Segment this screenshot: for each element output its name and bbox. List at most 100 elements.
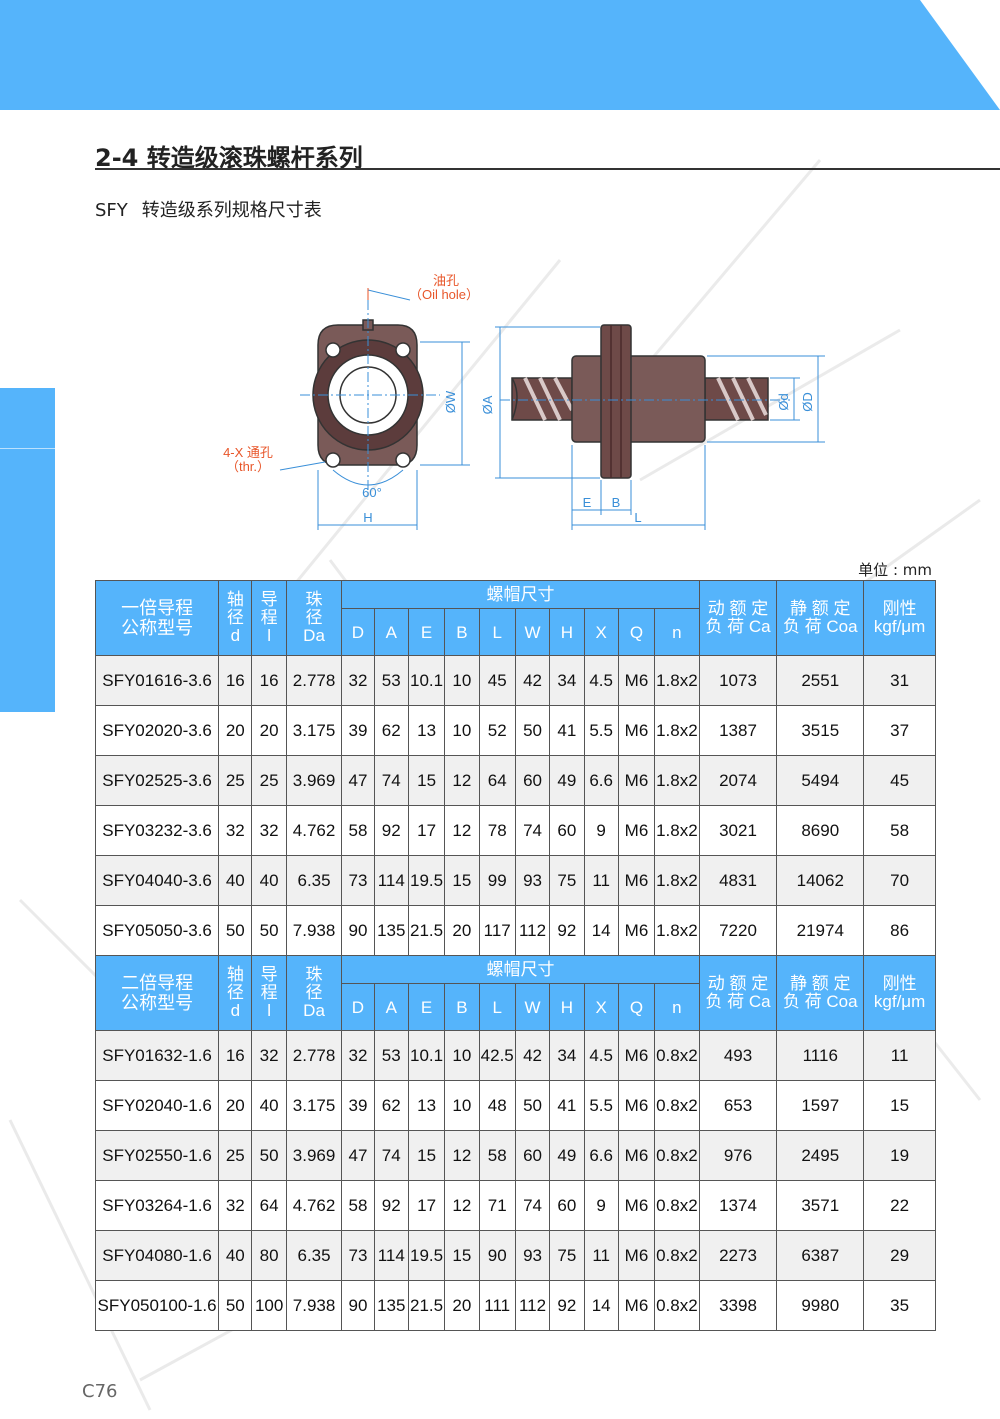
value-cell: 4.762 (285, 805, 343, 856)
nut-col-header: W (514, 983, 551, 1031)
axis-header-line: 轴 (226, 965, 244, 984)
value-cell: 10.1 (407, 655, 446, 706)
value-cell: 75 (549, 1230, 585, 1281)
model-cell: SFY04080-1.6 (94, 1230, 220, 1281)
value-cell: 16 (218, 1030, 253, 1081)
lead-header-line: l (267, 1001, 272, 1020)
value-cell: 48 (478, 1080, 516, 1131)
section-title: 2-4 转造级滚珠螺杆系列 (95, 144, 363, 172)
model-cell: SFY02020-3.6 (94, 705, 220, 756)
dim-l-label: L (634, 510, 641, 525)
value-cell: 25 (218, 755, 253, 806)
value-cell: 15 (444, 1230, 480, 1281)
nut-col-header: W (514, 608, 551, 656)
model-cell: SFY050100-1.6 (94, 1280, 220, 1331)
value-cell: 17 (407, 1180, 446, 1231)
value-cell: 13 (407, 1080, 446, 1131)
value-cell: 135 (373, 905, 409, 956)
value-cell: 19 (863, 1130, 936, 1181)
value-cell: 9980 (776, 1280, 865, 1331)
static-load-header-line: 负 荷 Coa (782, 617, 858, 636)
nut-dimensions-header: 螺帽尺寸 (341, 580, 700, 609)
value-cell: 1116 (776, 1030, 865, 1081)
nut-col-header: H (549, 983, 585, 1031)
lead-header-line: 程 (260, 608, 278, 627)
value-cell: 20 (444, 905, 480, 956)
value-cell: M6 (617, 705, 656, 756)
value-cell: 12 (444, 755, 480, 806)
dynamic-load-header: 动 额 定负 荷 Ca (698, 580, 778, 656)
rigidity-header-line: 刚性 (882, 974, 917, 993)
value-cell: 0.8x2 (654, 1280, 700, 1331)
value-cell: 34 (549, 655, 585, 706)
technical-drawing: 油孔 （Oil hole） 4-X 通孔 （thr.） 60° H ØW ØA … (223, 273, 825, 530)
value-cell: 6387 (776, 1230, 865, 1281)
header-band (0, 0, 1000, 110)
ball-header-line: 径 (305, 608, 323, 627)
value-cell: 16 (251, 655, 287, 706)
value-cell: 74 (373, 1130, 409, 1181)
value-cell: 3571 (776, 1180, 865, 1231)
value-cell: 32 (218, 1180, 253, 1231)
nut-col-header: X (583, 983, 619, 1031)
unit-label: 单位 : mm (858, 561, 932, 579)
value-cell: 45 (863, 755, 936, 806)
angle-label: 60° (362, 485, 382, 500)
value-cell: 22 (863, 1180, 936, 1231)
value-cell: 1.8x2 (654, 655, 700, 706)
value-cell: 31 (863, 655, 936, 706)
model-cell: SFY01632-1.6 (94, 1030, 220, 1081)
ball-header-line: Da (303, 1001, 325, 1020)
value-cell: 92 (373, 1180, 409, 1231)
value-cell: 7220 (698, 905, 778, 956)
value-cell: 2.778 (285, 1030, 343, 1081)
value-cell: 39 (341, 1080, 375, 1131)
value-cell: 1374 (698, 1180, 778, 1231)
value-cell: 9 (583, 805, 619, 856)
value-cell: 78 (478, 805, 516, 856)
nut-col-header: D (341, 608, 375, 656)
nut-col-header: A (373, 983, 409, 1031)
value-cell: M6 (617, 805, 656, 856)
value-cell: 60 (549, 805, 585, 856)
value-cell: 74 (514, 1180, 551, 1231)
value-cell: 50 (218, 905, 253, 956)
value-cell: 20 (218, 705, 253, 756)
value-cell: 71 (478, 1180, 516, 1231)
nut-col-header: Q (617, 983, 656, 1031)
value-cell: 1.8x2 (654, 805, 700, 856)
value-cell: 0.8x2 (654, 1130, 700, 1181)
value-cell: M6 (617, 905, 656, 956)
nut-col-header: B (444, 983, 480, 1031)
value-cell: 74 (514, 805, 551, 856)
value-cell: 60 (514, 755, 551, 806)
value-cell: 100 (251, 1280, 287, 1331)
value-cell: 32 (218, 805, 253, 856)
value-cell: 50 (251, 1130, 287, 1181)
value-cell: 40 (251, 855, 287, 906)
value-cell: 21974 (776, 905, 865, 956)
value-cell: 50 (514, 705, 551, 756)
nut-dimensions-header: 螺帽尺寸 (341, 955, 700, 984)
value-cell: 2551 (776, 655, 865, 706)
nut-col-header: L (478, 608, 516, 656)
header-band-cut (920, 0, 1000, 110)
value-cell: 47 (341, 1130, 375, 1181)
value-cell: 42 (514, 1030, 551, 1081)
value-cell: 1.8x2 (654, 855, 700, 906)
value-cell: 90 (478, 1230, 516, 1281)
nut-col-header: B (444, 608, 480, 656)
model-cell: SFY05050-3.6 (94, 905, 220, 956)
value-cell: 12 (444, 1180, 480, 1231)
subtitle-code: SFY (95, 200, 128, 221)
value-cell: 50 (514, 1080, 551, 1131)
rigidity-header-line: 刚性 (882, 599, 917, 618)
oil-hole-label: 油孔 (433, 273, 459, 288)
value-cell: 10.1 (407, 1030, 446, 1081)
value-cell: 3.969 (285, 755, 343, 806)
value-cell: 32 (341, 1030, 375, 1081)
